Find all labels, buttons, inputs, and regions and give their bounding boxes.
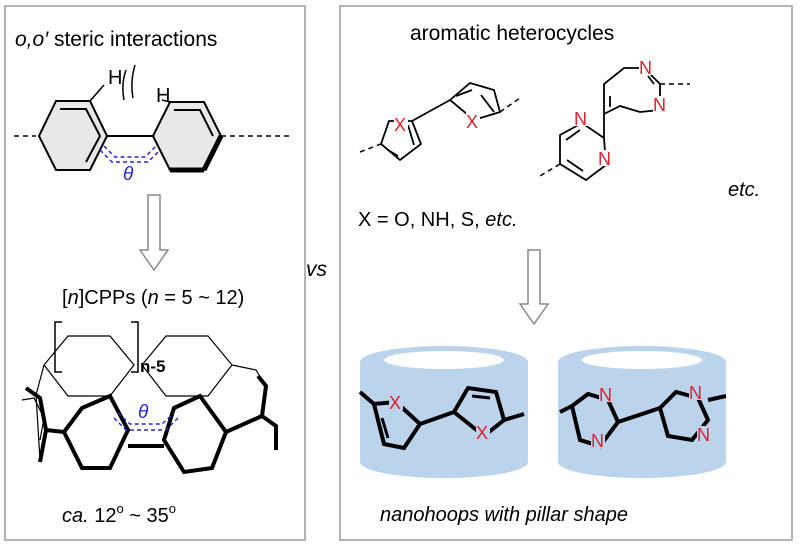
hydrogen-label-2: H (156, 85, 170, 107)
right-panel-title: aromatic heterocycles (410, 22, 614, 45)
benzene-ring-left (37, 100, 109, 171)
dihedral-arc (99, 149, 161, 163)
cyl1-heteroatom-x-2: X (476, 423, 488, 443)
down-arrow-left (138, 194, 170, 272)
hydrogen-label-1: H (108, 67, 122, 89)
bipyrimidine: N N N N (539, 58, 690, 182)
pillar-cylinder-1: X X (358, 346, 528, 478)
x-definition: X = O, NH, S, etc. (358, 209, 518, 231)
cyl1-heteroatom-x-1: X (389, 393, 401, 413)
theta-label: θ (123, 164, 134, 185)
bi-heterocycle-five-membered: X X (359, 82, 521, 162)
down-arrow-right (518, 249, 550, 326)
repeat-bracket-right (131, 321, 139, 373)
theta-label-cpp: θ (138, 402, 149, 423)
biphenyl-structure: H H θ (14, 64, 290, 185)
angle-range-label: ca. 12o ~ 35o (62, 501, 176, 527)
left-panel-frame (4, 5, 306, 541)
right-panel-frame (339, 5, 793, 541)
cyl2-nitrogen-2: N (591, 431, 604, 451)
cyl2-nitrogen-3: N (689, 383, 702, 403)
repeat-count-label: n-5 (140, 357, 166, 376)
cpp-label: [n]CPPs (n = 5 ~ 12) (62, 287, 244, 309)
cyl2-nitrogen-4: N (697, 425, 710, 445)
repeat-bracket-left (54, 321, 62, 373)
left-panel-title: o,o′ steric interactions (15, 28, 217, 51)
nitrogen-label-2: N (653, 95, 666, 115)
etc-label: etc. (728, 179, 760, 201)
cyl2-nitrogen-1: N (599, 385, 612, 405)
cpp-nanohoop: n-5 θ (21, 321, 278, 475)
vs-label: vs (306, 258, 328, 281)
nitrogen-label-4: N (598, 149, 611, 169)
pillar-cylinder-2: N N N N (558, 346, 727, 478)
pillar-caption: nanohoops with pillar shape (380, 504, 628, 526)
heteroatom-x-1: X (394, 115, 406, 135)
nitrogen-label-1: N (639, 58, 652, 78)
heteroatom-x-2: X (466, 112, 478, 132)
steric-clash-mark (122, 69, 127, 101)
nitrogen-label-3: N (574, 109, 587, 129)
